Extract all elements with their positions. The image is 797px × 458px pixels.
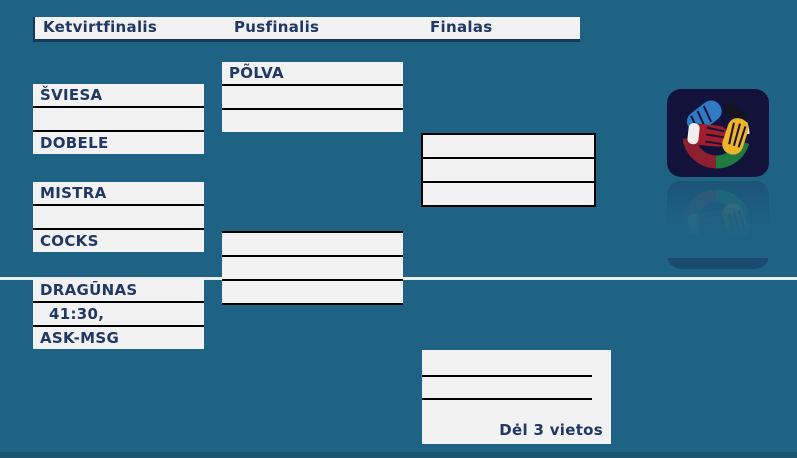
score-cell xyxy=(33,108,204,132)
team-cell xyxy=(222,281,403,303)
header-semifinals: Pusfinalis xyxy=(234,18,320,36)
team-cell: ŠVIESA xyxy=(33,84,204,108)
quarterfinal-box-1: ŠVIESA DOBELE xyxy=(33,84,204,154)
third-place-box: Dėl 3 vietos xyxy=(422,350,611,444)
final-box xyxy=(421,133,596,207)
team-cell: DOBELE xyxy=(40,134,109,152)
team-cell: MISTRA xyxy=(33,182,204,206)
third-place-underline xyxy=(422,375,592,377)
team-cell xyxy=(423,135,594,159)
third-place-underline xyxy=(422,398,592,400)
column-headers: Ketvirtfinalis Pusfinalis Finalas xyxy=(33,17,580,42)
team-cell: DRAGŪNAS xyxy=(33,279,204,303)
team-cell xyxy=(222,110,403,132)
logo-reflection-fade xyxy=(660,180,776,258)
team-cell: ASK-MSG xyxy=(40,329,120,347)
quarterfinal-box-3: DRAGŪNAS 41:30, ASK-MSG xyxy=(33,279,204,349)
third-place-label: Dėl 3 vietos xyxy=(499,421,603,439)
score-cell xyxy=(33,206,204,230)
team-cell: PÕLVA xyxy=(222,62,403,86)
score-cell: 41:30, xyxy=(33,303,204,327)
header-quarterfinals: Ketvirtfinalis xyxy=(43,18,158,36)
bottom-edge-shade xyxy=(0,452,797,458)
baltic-handball-league-logo xyxy=(666,88,770,178)
team-cell xyxy=(423,183,594,205)
semifinal-box-1: PÕLVA xyxy=(222,62,403,132)
score-cell xyxy=(222,86,403,110)
score-cell xyxy=(222,257,403,281)
quarterfinal-box-2: MISTRA COCKS xyxy=(33,182,204,252)
team-cell xyxy=(222,233,403,257)
header-finals: Finalas xyxy=(430,18,493,36)
team-cell: COCKS xyxy=(40,232,99,250)
semifinal-box-2 xyxy=(222,231,403,305)
score-cell xyxy=(423,159,594,183)
